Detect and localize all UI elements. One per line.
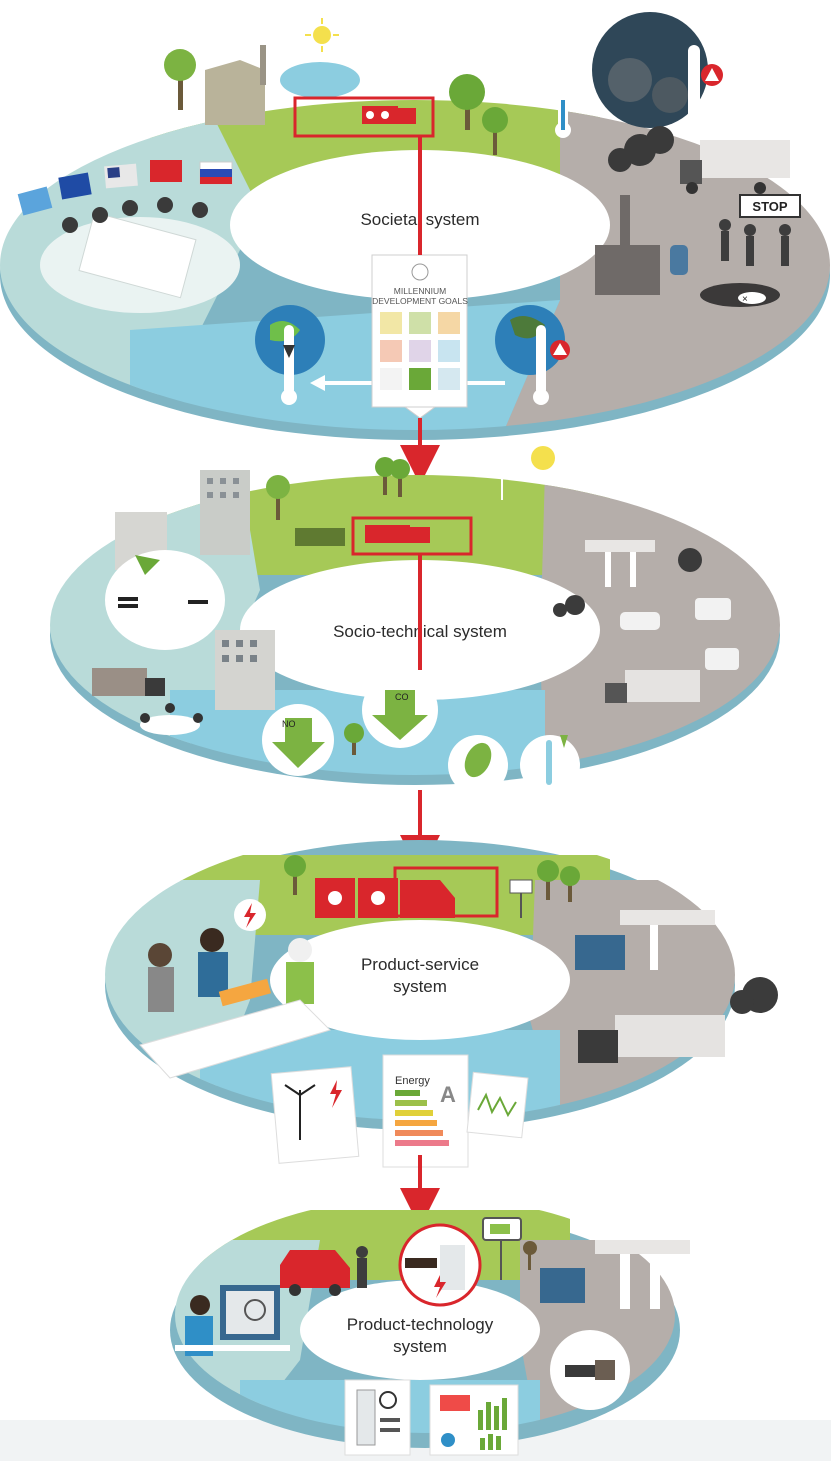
ring-center <box>300 1280 540 1380</box>
truck-icon <box>362 106 416 124</box>
poster-subtitle: DEVELOPMENT GOALS <box>372 296 468 306</box>
energy-title: Energy <box>395 1075 430 1087</box>
gas-station-icon <box>585 540 655 587</box>
focus-box <box>393 866 499 918</box>
wind-turbine-icon <box>491 454 513 500</box>
designer-icon <box>175 1285 290 1356</box>
tree-icon <box>344 723 364 755</box>
nox-text: NO <box>282 719 296 729</box>
mdg-poster: MILLENNIUM DEVELOPMENT GOALS <box>371 254 468 419</box>
lightning-speech-icon <box>234 899 266 931</box>
truck-icon <box>680 140 790 194</box>
car-icon <box>705 648 739 670</box>
graph-document <box>466 1071 529 1139</box>
ring-socio-technical: Socio-technical system <box>50 446 780 795</box>
car-icon <box>620 612 660 630</box>
co2-reduction-icon: CO <box>362 672 438 748</box>
tree-icon <box>390 459 410 497</box>
plug-zoom-icon <box>398 1223 482 1307</box>
person-icon <box>148 943 174 1012</box>
gas-station-icon <box>595 1240 690 1309</box>
poster-title: MILLENNIUM <box>394 286 446 296</box>
flag-icon <box>17 160 233 216</box>
truck-icon <box>92 668 165 696</box>
arrow-head <box>310 375 325 391</box>
truck-icon <box>365 525 430 543</box>
plug-closeup-icon <box>550 1330 630 1410</box>
socket-document <box>344 1379 411 1456</box>
globe-polluted-icon <box>592 12 708 140</box>
tree-icon <box>523 1241 537 1270</box>
truck-icon <box>578 1015 725 1063</box>
charging-sign-icon <box>482 1217 522 1280</box>
building-icon <box>200 470 250 555</box>
summit-table <box>40 211 240 313</box>
sun-icon <box>531 446 555 470</box>
dead-fish-icon: × <box>738 292 766 305</box>
smoke-cloud <box>730 977 778 1014</box>
truck-icon <box>295 528 345 546</box>
tree-icon <box>537 860 559 900</box>
tree-icon <box>482 107 508 155</box>
smoke-cloud <box>553 548 702 617</box>
building-icon <box>215 630 275 710</box>
globe-warning-icon <box>495 305 570 405</box>
thermometer-icon <box>555 50 571 138</box>
svg-text:×: × <box>742 294 748 305</box>
level-label-line2: system <box>393 1337 447 1356</box>
level-label: Product-service <box>361 955 479 974</box>
focus-box <box>351 516 473 556</box>
person-icon <box>198 928 228 997</box>
truck-icon <box>605 670 700 703</box>
person-icon <box>286 938 314 1004</box>
truck-icon <box>540 1268 585 1303</box>
battery-document <box>429 1384 519 1456</box>
electric-truck-icon <box>315 878 455 918</box>
tree-icon <box>449 74 485 130</box>
truck-icon <box>575 935 625 970</box>
thermometer-icon <box>520 735 580 795</box>
lake <box>280 62 360 98</box>
speech-bubble <box>105 550 225 650</box>
electric-car-icon <box>280 1250 350 1296</box>
level-label-line2: system <box>393 977 447 996</box>
warning-icon <box>701 64 723 86</box>
tree-icon <box>375 457 395 495</box>
nox-reduction-icon: NO <box>262 704 334 776</box>
ring-societal: Societal system <box>0 12 830 440</box>
person-icon <box>356 1246 368 1288</box>
tree-icon <box>284 855 306 895</box>
wind-turbine-icon <box>394 28 426 85</box>
meeting-icon <box>140 703 203 735</box>
energy-label-document: Energy A <box>382 1054 469 1168</box>
wind-document <box>270 1066 360 1164</box>
tree-icon <box>266 475 290 520</box>
ring-product-technology: Product-technology system <box>0 1210 831 1461</box>
ring-product-service: Product-service system <box>105 840 778 1168</box>
level-label: Product-technology <box>347 1315 494 1334</box>
car-icon <box>695 598 731 620</box>
tree-icon <box>164 49 196 110</box>
charging-sign-icon <box>509 879 533 918</box>
gas-station-icon <box>620 910 715 970</box>
globe-healthy-icon <box>255 305 325 405</box>
protester-icon <box>719 219 791 266</box>
smoke-cloud <box>608 126 674 172</box>
stop-text: STOP <box>752 199 787 214</box>
power-plant-icon <box>595 195 688 295</box>
leaf-icon <box>448 735 508 795</box>
delegate-icon <box>62 197 208 233</box>
co2-text: CO <box>395 692 409 702</box>
energy-grade: A <box>440 1082 456 1107</box>
factory-icon <box>205 45 266 125</box>
plan-table <box>139 978 331 1079</box>
sun-icon <box>305 18 339 52</box>
protest-sign: STOP <box>739 194 801 218</box>
ring-center <box>270 920 570 1040</box>
focus-box <box>293 96 435 138</box>
tree-icon <box>560 866 580 902</box>
